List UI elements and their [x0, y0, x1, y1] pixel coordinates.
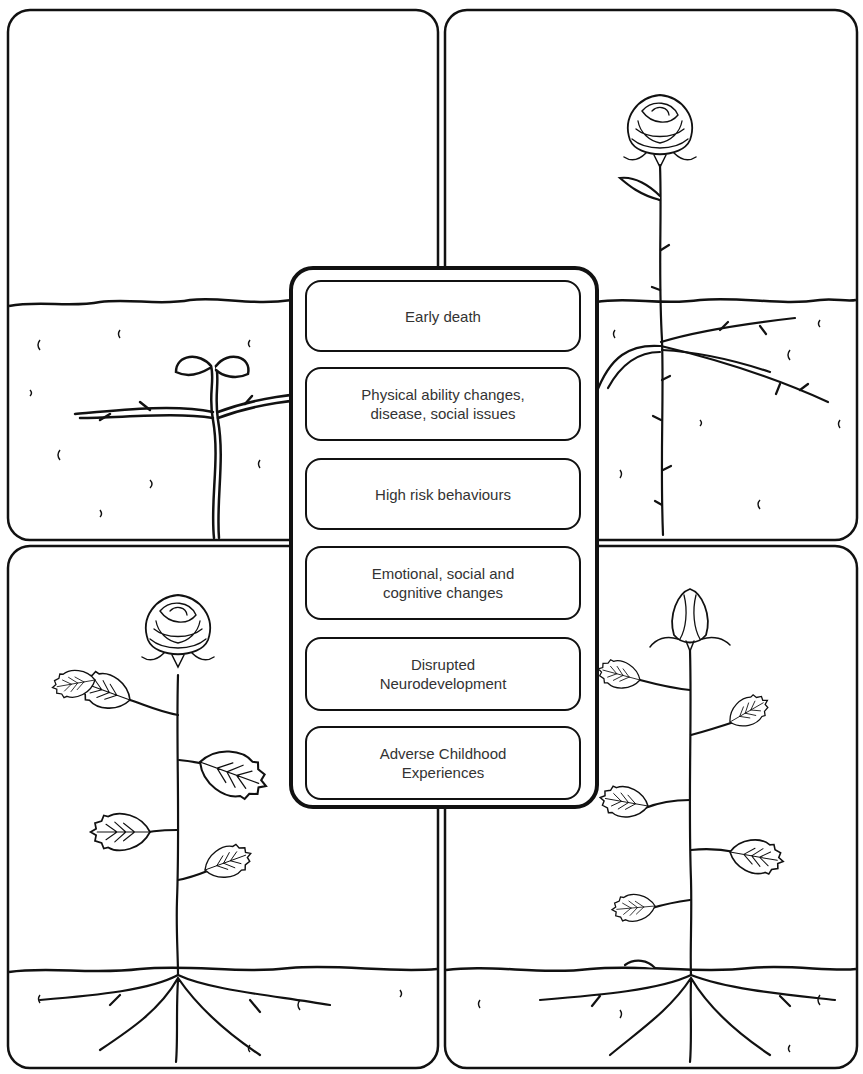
outcome-box: Emotional, social and cognitive changes [305, 546, 581, 620]
leafy-rose [40, 595, 330, 1062]
text-stack: Early death [405, 307, 481, 326]
panel-outlines [8, 10, 857, 1068]
text-stack: Physical ability changes, disease, socia… [350, 385, 536, 423]
text-stack: Disrupted Neurodevelopment [350, 655, 536, 693]
box-label: Disrupted Neurodevelopment [350, 655, 536, 693]
box-label: High risk behaviours [375, 485, 511, 504]
box-label: Adverse Childhood Experiences [350, 744, 536, 782]
outcome-box: Disrupted Neurodevelopment [305, 637, 581, 711]
text-stack: Adverse Childhood Experiences [350, 744, 536, 782]
text-stack: High risk behaviours [375, 485, 511, 504]
outcome-box: Physical ability changes, disease, socia… [305, 367, 581, 441]
sprout [75, 357, 300, 538]
outcome-box: Adverse Childhood Experiences [305, 726, 581, 800]
text-stack: Emotional, social and cognitive changes [350, 564, 536, 602]
box-label: Emotional, social and cognitive changes [350, 564, 536, 602]
box-label: Physical ability changes, disease, socia… [350, 385, 536, 423]
rose-with-roots [596, 95, 828, 535]
box-label: Early death [405, 307, 481, 326]
soil-specks [30, 320, 840, 1052]
outcome-box: Early death [305, 280, 581, 352]
outcome-box: High risk behaviours [305, 458, 581, 530]
